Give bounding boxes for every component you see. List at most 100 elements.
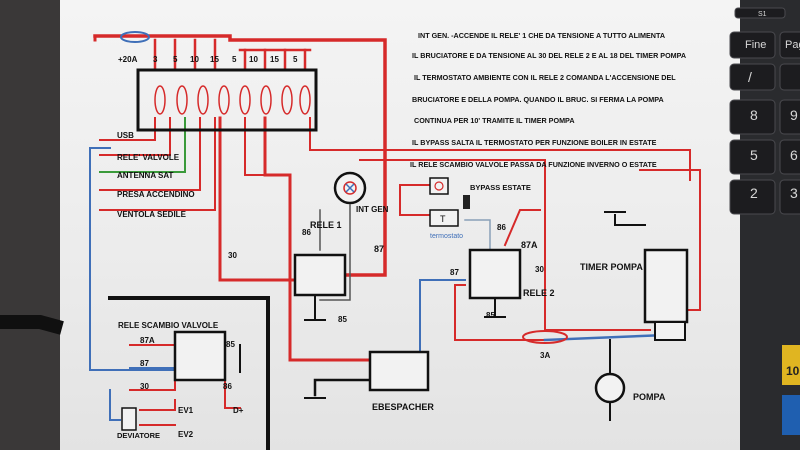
- deviatore-switch: [121, 407, 137, 431]
- termostato-symbol: T: [440, 214, 446, 224]
- note-line-5: CONTINUA PER 10' TRAMITE IL TIMER POMPA: [414, 116, 575, 125]
- wire-timer-ground: [614, 214, 646, 226]
- note-line-3: IL TERMOSTATO AMBIENTE CON IL RELE 2 COM…: [414, 73, 676, 82]
- cpu-sticker: [782, 345, 800, 385]
- ev-labels: EV1 EV2 D+: [178, 406, 244, 439]
- termostato-label: termostato: [430, 233, 463, 240]
- power-cable: [0, 315, 64, 335]
- rele1-label: RELE 1: [310, 220, 342, 230]
- rele-scambio-t87: 87: [140, 359, 149, 368]
- key-9: 9: [790, 107, 798, 123]
- key-3: 3: [790, 185, 798, 201]
- bypass-switch: [429, 177, 449, 195]
- wire-rele2-ebes: [419, 279, 466, 356]
- timer-base: [654, 321, 686, 341]
- rele2-box: [468, 248, 522, 300]
- fuse-label-5c: 5: [293, 55, 298, 64]
- wire-antenna: [99, 117, 186, 173]
- note-line-6: IL BYPASS SALTA IL TERMOSTATO PER FUNZIO…: [412, 138, 657, 147]
- bypass-diode: [463, 195, 470, 209]
- wire-rele1-87: [263, 116, 422, 362]
- key-pag: Pag: [785, 39, 800, 51]
- bypass-lamp-icon: [434, 181, 444, 191]
- timer-box: [643, 248, 689, 324]
- key-5: 5: [750, 147, 758, 163]
- wire-rele-valvole: [99, 117, 171, 156]
- rele1-t87: 87: [374, 244, 384, 254]
- rele1-labels: RELE 1 86 87 30 85: [228, 220, 384, 324]
- rele1-box: [293, 253, 347, 297]
- wire-rele1-30: [218, 116, 302, 282]
- notes-block: INT GEN. -ACCENDE IL RELE' 1 CHE DA TENS…: [410, 31, 686, 169]
- rele2-t85: 85: [486, 311, 495, 320]
- note-line-1: INT GEN. -ACCENDE IL RELE' 1 CHE DA TENS…: [418, 31, 665, 40]
- rele1-t85: 85: [338, 315, 347, 324]
- rele1-t30: 30: [228, 251, 237, 260]
- rele1-t86: 86: [302, 228, 311, 237]
- fuse-label-15: 15: [210, 55, 219, 64]
- wire-ebes-ground: [313, 378, 372, 397]
- wires: [89, 34, 701, 450]
- wire-blue-valvole: [89, 147, 181, 371]
- label-usb: USB: [117, 131, 134, 140]
- rele-scambio-t85: 85: [226, 340, 235, 349]
- rele2-t86: 86: [497, 223, 506, 232]
- rele-scambio-t30: 30: [140, 382, 149, 391]
- bypass-label: BYPASS ESTATE: [470, 183, 531, 192]
- rele2-t87a: 87A: [521, 240, 538, 250]
- key-6: 6: [790, 147, 798, 163]
- wire-ventola: [99, 117, 216, 211]
- label-dplus: D+: [233, 406, 244, 415]
- fuse-3a: [522, 330, 568, 344]
- wire-termostato: [464, 219, 491, 251]
- note-line-4: BRUCIATORE E DELLA POMPA. QUANDO IL BRUC…: [412, 95, 664, 104]
- key-fine: Fine: [745, 39, 766, 51]
- rele-scambio-labels: RELE SCAMBIO VALVOLE 87A 85 87 30 86: [118, 321, 235, 391]
- rele-scambio-t86: 86: [223, 382, 232, 391]
- note-line-2: IL BRUCIATORE E DA TENSIONE AL 30 DEL RE…: [412, 51, 686, 60]
- rele2-t30: 30: [535, 265, 544, 274]
- termostato-box: [429, 209, 459, 227]
- note-line-7: IL RELE SCAMBIO VALVOLE PASSA DA FUNZION…: [410, 160, 657, 169]
- fuse-labels: +20A 3 5 10 15 5 10 15 5: [118, 55, 298, 64]
- label-antenna-sat: ANTENNA SAT: [117, 171, 174, 180]
- wire-main-supply: [93, 34, 387, 277]
- fuse-label-10b: 10: [249, 55, 258, 64]
- label-presa-accendino: PRESA ACCENDINO: [117, 190, 195, 199]
- wire-intgen: [319, 204, 351, 301]
- wire-top-right: [309, 117, 691, 181]
- label-ventola-sedile: VENTOLA SEDILE: [117, 210, 187, 219]
- wire-to-fuse3a: [359, 159, 651, 331]
- fuse-label-15b: 15: [270, 55, 279, 64]
- wire-scambio-frame: [108, 296, 270, 450]
- rele2-label: RELE 2: [523, 288, 555, 298]
- fuse-label-5: 5: [173, 55, 178, 64]
- keyboard-labels: S1 Fine Pag / 8 9 5 6 2 3: [745, 11, 800, 201]
- key-8: 8: [750, 107, 758, 123]
- wire-pump-blue: [543, 333, 667, 342]
- cpu-sticker-text: 10: [786, 364, 800, 378]
- fuse-3a-label: 3A: [540, 351, 550, 360]
- pompa-icon: [594, 372, 626, 404]
- fuse-label-5b: 5: [232, 55, 237, 64]
- timer-label: TIMER POMPA: [580, 262, 643, 272]
- key-slash: /: [748, 69, 752, 85]
- label-rele-valvole: RELE' VALVOLE: [117, 153, 180, 162]
- intgen-lamp-icon: [343, 181, 357, 195]
- rele-scambio-box: [173, 330, 227, 382]
- fuse-label-10: 10: [190, 55, 199, 64]
- fuse-label-20a: +20A: [118, 55, 138, 64]
- intgen-label: INT GEN: [356, 205, 389, 214]
- fuses: [154, 85, 311, 115]
- rele-scambio-label: RELE SCAMBIO VALVOLE: [118, 321, 219, 330]
- ebespacher-label: EBESPACHER: [372, 402, 434, 412]
- wire-rele2-87a: [503, 209, 541, 247]
- fuse-label-3: 3: [153, 55, 158, 64]
- rele2-labels: 86 87A 87 30 RELE 2 85: [450, 223, 555, 320]
- intel-sticker: [782, 395, 800, 435]
- output-labels: USB RELE' VALVOLE ANTENNA SAT PRESA ACCE…: [117, 131, 195, 219]
- wire-bypass: [399, 184, 436, 216]
- wire-usb: [99, 117, 156, 141]
